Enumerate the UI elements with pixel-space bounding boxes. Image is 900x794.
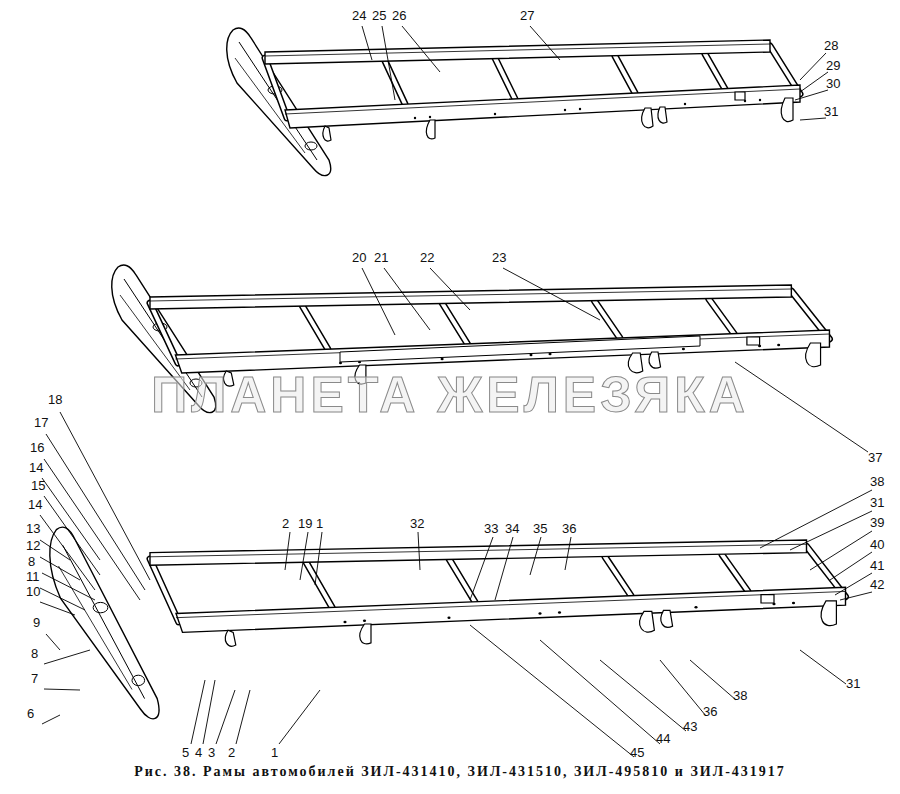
callout-number: 41	[870, 558, 884, 573]
callout-number: 9	[33, 615, 40, 630]
callout-number: 14	[28, 497, 42, 512]
callout-number: 5	[182, 745, 189, 760]
callout-number: 18	[48, 392, 62, 407]
watermark: ПЛАНЕТА ЖЕЛЕЗЯКА	[151, 366, 749, 424]
callout-number: 6	[27, 706, 34, 721]
callout-number: 26	[392, 8, 406, 23]
callout-number: 36	[703, 704, 717, 719]
callout-number: 1	[271, 745, 278, 760]
callout-number: 17	[34, 415, 48, 430]
callout-number: 31	[824, 104, 838, 119]
callout-number: 2	[282, 516, 289, 531]
callout-number: 34	[505, 521, 519, 536]
callout-number: 43	[683, 719, 697, 734]
callout-number: 25	[372, 8, 386, 23]
callout-number: 42	[870, 577, 884, 592]
callout-number: 16	[30, 440, 44, 455]
callout-number: 40	[870, 537, 884, 552]
callout-number: 31	[846, 676, 860, 691]
callout-number: 31	[870, 495, 884, 510]
callout-number: 10	[26, 584, 40, 599]
callout-number: 36	[562, 521, 576, 536]
figure-caption: Рис. 38. Рамы автомобилей ЗИЛ-431410, ЗИ…	[134, 764, 786, 780]
callout-number: 44	[656, 731, 670, 746]
callout-number: 13	[26, 521, 40, 536]
callout-number: 1	[316, 516, 323, 531]
callout-number: 30	[826, 76, 840, 91]
callout-number: 24	[352, 8, 366, 23]
callout-number: 32	[410, 516, 424, 531]
callout-number: 20	[352, 250, 366, 265]
callout-number: 39	[870, 515, 884, 530]
callout-number: 8	[28, 554, 35, 569]
callout-number: 11	[26, 569, 40, 584]
callout-number: 38	[733, 688, 747, 703]
callout-number: 21	[374, 250, 388, 265]
callout-number: 45	[630, 745, 644, 760]
callout-number: 4	[195, 745, 202, 760]
callout-number: 14	[29, 460, 43, 475]
callout-number: 22	[420, 250, 434, 265]
callout-number: 8	[31, 646, 38, 661]
callout-number: 12	[26, 538, 40, 553]
callout-number: 23	[492, 250, 506, 265]
callout-number: 7	[31, 671, 38, 686]
callout-number: 35	[533, 521, 547, 536]
callout-number: 38	[870, 474, 884, 489]
callout-number: 27	[520, 8, 534, 23]
callout-number: 37	[868, 450, 882, 465]
callout-number: 28	[824, 38, 838, 53]
callout-number: 19	[298, 516, 312, 531]
callout-number: 3	[208, 745, 215, 760]
callout-number: 15	[31, 478, 45, 493]
callout-number: 29	[826, 58, 840, 73]
callout-number: 2	[228, 745, 235, 760]
callout-number: 33	[484, 521, 498, 536]
